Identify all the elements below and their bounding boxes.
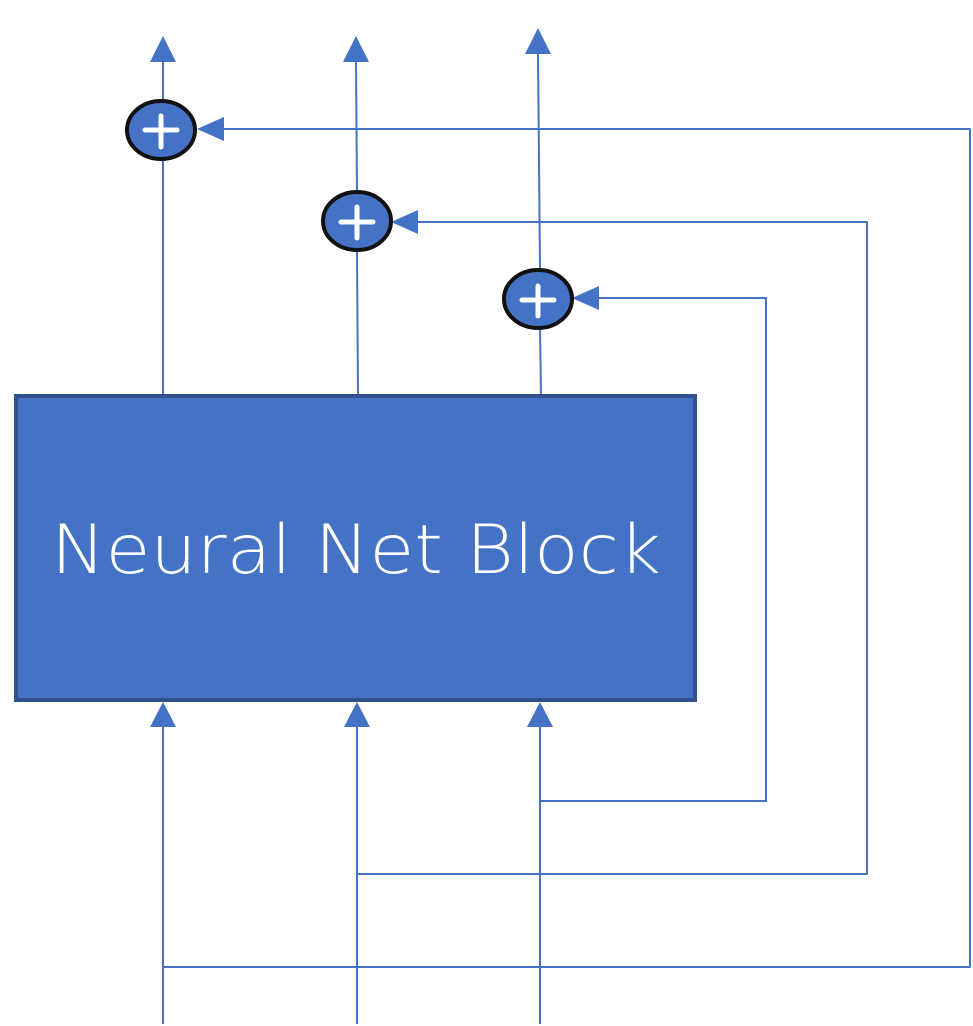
sum-node-3 xyxy=(502,268,574,330)
input-arrow-3 xyxy=(527,702,553,727)
output-lines xyxy=(150,28,551,397)
input-arrow-2 xyxy=(344,702,370,727)
skip-connections xyxy=(163,117,971,968)
skip-arrow-3 xyxy=(572,286,599,310)
output-arrow-1 xyxy=(150,36,176,62)
input-lines xyxy=(150,702,553,1024)
block-to-sum-line-3 xyxy=(539,326,542,397)
neural-net-block: Neural Net Block xyxy=(14,394,697,702)
block-to-sum-line-2 xyxy=(356,249,359,397)
plus-icon xyxy=(519,283,557,319)
skip-connection-1 xyxy=(163,128,971,968)
plus-icon xyxy=(142,113,180,150)
skip-connection-2 xyxy=(357,221,868,875)
skip-connection-3 xyxy=(540,297,767,802)
neural-net-block-label: Neural Net Block xyxy=(51,511,661,590)
skip-arrow-1 xyxy=(197,117,224,141)
input-arrow-1 xyxy=(150,702,176,727)
skip-arrow-2 xyxy=(391,210,418,234)
output-arrow-2 xyxy=(343,36,369,62)
neural-net-block-rect xyxy=(14,394,697,702)
output-line-3 xyxy=(537,51,541,271)
output-arrow-3 xyxy=(525,28,551,54)
output-line-2 xyxy=(355,59,358,194)
plus-icon xyxy=(338,204,376,241)
sum-node-1 xyxy=(125,99,197,161)
sum-node-2 xyxy=(321,190,393,252)
